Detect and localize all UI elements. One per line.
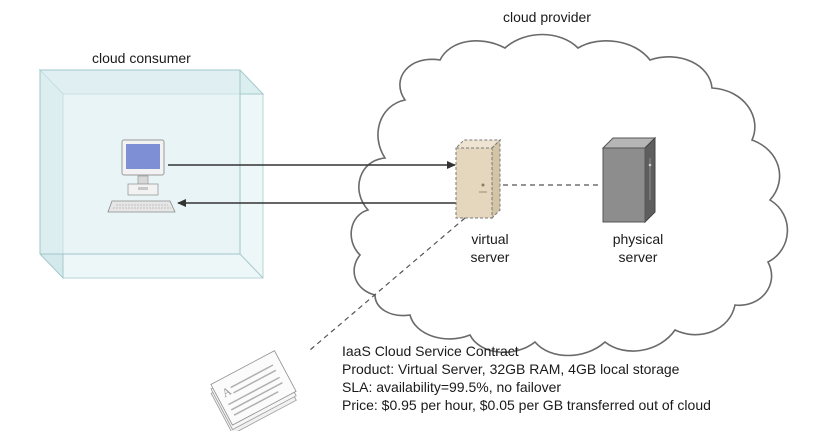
contract-product: Product: Virtual Server, 32GB RAM, 4GB l… — [342, 361, 680, 377]
physical-server-icon — [601, 136, 657, 224]
computer-workstation-icon — [107, 139, 176, 213]
service-contract-text: IaaS Cloud Service Contract Product: Vir… — [342, 342, 711, 414]
contract-sla: SLA: availability=99.5%, no failover — [342, 379, 562, 395]
contract-title: IaaS Cloud Service Contract — [342, 343, 519, 359]
physical-server-label-line1: physical — [612, 231, 664, 247]
cloud-provider-shape — [350, 33, 789, 357]
physical-server-label-line2: server — [618, 249, 658, 265]
contract-price: Price: $0.95 per hour, $0.05 per GB tran… — [342, 397, 711, 413]
cloud-consumer-label: cloud consumer — [92, 50, 191, 66]
cloud-provider-label: cloud provider — [503, 9, 591, 25]
virtual-server-label: virtual server — [455, 230, 525, 266]
virtual-server-label-line1: virtual — [471, 231, 509, 247]
contract-link — [309, 217, 466, 351]
virtual-server-label-line2: server — [470, 249, 510, 265]
document-stack-icon: A — [210, 350, 297, 431]
physical-server-label: physical server — [598, 230, 678, 266]
virtual-server-icon — [454, 138, 502, 220]
